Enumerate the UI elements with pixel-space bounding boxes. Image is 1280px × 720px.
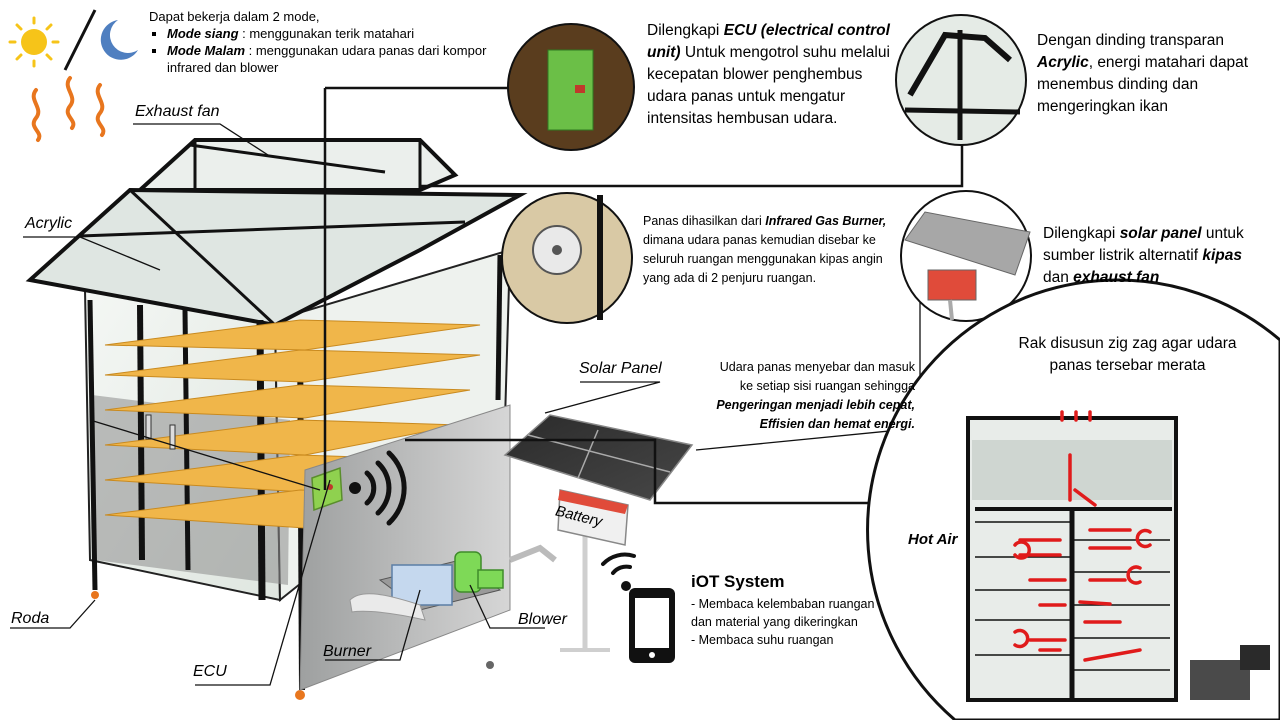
battery-stand bbox=[557, 489, 629, 652]
label-hot-air: Hot Air bbox=[908, 531, 958, 548]
moon-icon bbox=[100, 20, 138, 60]
spread-line-2: ke setiap sisi ruangan sehingga bbox=[739, 379, 915, 393]
solar-callout-em2: kipas bbox=[1202, 247, 1242, 264]
rack-cross-section bbox=[866, 278, 1280, 720]
solar-inset-circle bbox=[900, 190, 1032, 322]
ecu-callout-em: ECU (electrical control unit) bbox=[647, 22, 890, 61]
burner-callout: Panas dihasilkan dari Infrared Gas Burne… bbox=[643, 212, 888, 288]
acrylic-callout: Dengan dinding transparan Acrylic, energ… bbox=[1037, 30, 1262, 118]
rack-callout: Rak disusun zig zag agar udara panas ter… bbox=[1018, 335, 1237, 374]
ecu-inset-circle bbox=[507, 23, 635, 151]
burner-unit bbox=[391, 564, 453, 606]
fan-inset-circle bbox=[501, 192, 633, 324]
day-mode-item: Mode siang : menggunakan terik matahari bbox=[167, 25, 509, 42]
mode-divider bbox=[63, 9, 97, 71]
day-mode-name: Mode siang bbox=[167, 26, 239, 41]
burner-callout-em: Infrared Gas Burner, bbox=[765, 214, 887, 228]
acrylic-callout-pre: Dengan dinding transparan bbox=[1037, 32, 1224, 49]
solar-callout-mid2: dan bbox=[1043, 269, 1074, 286]
spread-em-1: Pengeringan menjadi lebih cepat, bbox=[716, 398, 915, 412]
side-panel bbox=[299, 404, 511, 691]
solar-callout-pre: Dilengkapi bbox=[1043, 225, 1120, 242]
modes-block: Dapat bekerja dalam 2 mode, Mode siang :… bbox=[149, 8, 509, 76]
solar-callout-mid: untuk sumber listrik alternatif bbox=[1043, 225, 1244, 264]
label-burner: Burner bbox=[323, 643, 372, 660]
spread-callout: Udara panas menyebar dan masuk ke setiap… bbox=[660, 358, 915, 434]
acrylic-callout-post: , energi matahari dapat menembus dinding… bbox=[1037, 54, 1249, 115]
solar-callout: Dilengkapi solar panel untuk sumber list… bbox=[1043, 223, 1268, 289]
night-mode-name: Mode Malam bbox=[167, 43, 246, 58]
exhaust-hood bbox=[134, 138, 459, 192]
sun-icon bbox=[8, 16, 60, 68]
ecu-callout: Dilengkapi ECU (electrical control unit)… bbox=[647, 20, 902, 130]
modes-intro: Dapat bekerja dalam 2 mode, bbox=[149, 9, 320, 24]
ecu-wireless-icon bbox=[349, 450, 407, 526]
burner-callout-post: dimana udara panas kemudian disebar ke s… bbox=[643, 233, 883, 285]
label-blower: Blower bbox=[518, 611, 567, 628]
smartphone-icon bbox=[629, 588, 675, 663]
blower-unit bbox=[454, 551, 482, 593]
connector-lines bbox=[323, 86, 964, 505]
ecu-callout-pre: Dilengkapi bbox=[647, 22, 724, 39]
label-ecu: ECU bbox=[193, 663, 227, 680]
label-acrylic: Acrylic bbox=[25, 215, 73, 232]
iot-item-humidity: - Membaca kelembaban ruangan dan materia… bbox=[691, 597, 875, 629]
label-exhaust-fan: Exhaust fan bbox=[135, 103, 220, 120]
ecu-callout-post: Untuk mengotrol suhu melalui kecepatan b… bbox=[647, 44, 890, 127]
solar-callout-em3: exhaust fan bbox=[1073, 269, 1160, 286]
acrylic-inset-circle bbox=[895, 14, 1027, 146]
spread-em-2: Effisien dan hemat energi. bbox=[759, 417, 915, 431]
heat-waves-icon bbox=[31, 76, 106, 142]
label-roda: Roda bbox=[11, 610, 50, 627]
hot-air-arrows bbox=[1013, 410, 1152, 662]
burner-cart bbox=[349, 544, 557, 621]
acrylic-callout-em: Acrylic bbox=[1037, 54, 1089, 71]
night-mode-desc: : menggunakan udara panas dari kompor in… bbox=[167, 43, 487, 75]
solar-callout-em: solar panel bbox=[1119, 225, 1202, 242]
label-solar-panel: Solar Panel bbox=[579, 360, 662, 377]
wireless-signal-icon bbox=[601, 552, 636, 591]
burner-callout-pre: Panas dihasilkan dari bbox=[643, 214, 766, 228]
iot-block: iOT System - Membaca kelembaban ruangan … bbox=[691, 572, 891, 649]
night-mode-item: Mode Malam : menggunakan udara panas dar… bbox=[167, 42, 509, 76]
day-mode-desc: : menggunakan terik matahari bbox=[238, 26, 415, 41]
iot-item-temperature: - Membaca suhu ruangan bbox=[691, 633, 834, 647]
dryer-cabinet bbox=[25, 138, 528, 700]
spread-line-1: Udara panas menyebar dan masuk bbox=[719, 360, 915, 374]
iot-title: iOT System bbox=[691, 572, 785, 591]
drying-racks bbox=[104, 319, 481, 529]
